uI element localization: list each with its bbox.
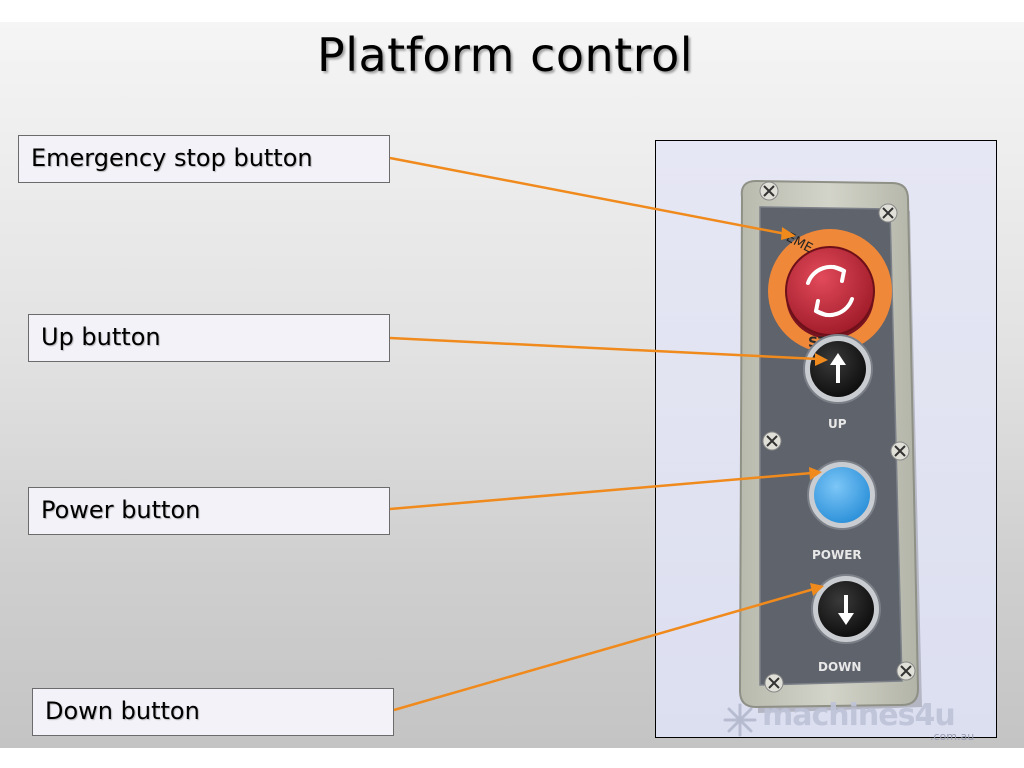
down-button	[811, 574, 881, 644]
rotate-arrows-icon	[806, 265, 854, 317]
power-button	[807, 460, 877, 530]
emergency-stop-button	[768, 229, 892, 353]
control-box-illustration: EME STOP UP POWER	[738, 179, 922, 713]
screw-icon	[764, 673, 784, 693]
slide: Platform control Emergency stop button U…	[0, 22, 1024, 748]
watermark-domain: .com.au	[930, 730, 975, 743]
screw-icon	[759, 181, 779, 201]
label-power-button: Power button	[28, 487, 390, 535]
machines4u-logo-icon	[723, 703, 757, 737]
up-button	[803, 334, 873, 404]
up-label: UP	[828, 417, 847, 431]
control-box-photo: EME STOP UP POWER	[655, 140, 997, 738]
screw-icon	[896, 661, 916, 681]
label-emergency-stop: Emergency stop button	[18, 135, 390, 183]
arrow-up-icon	[830, 353, 846, 383]
screw-icon	[762, 431, 782, 451]
watermark-brand: machines4u	[762, 698, 956, 733]
label-up-button: Up button	[28, 314, 390, 362]
watermark: machines4u .com.au	[722, 698, 1002, 743]
screw-icon	[890, 441, 910, 461]
down-label: DOWN	[818, 660, 861, 674]
slide-title: Platform control	[316, 28, 694, 82]
label-down-button: Down button	[32, 688, 394, 736]
arrow-down-icon	[838, 595, 854, 625]
power-label: POWER	[812, 548, 862, 562]
screw-icon	[878, 203, 898, 223]
